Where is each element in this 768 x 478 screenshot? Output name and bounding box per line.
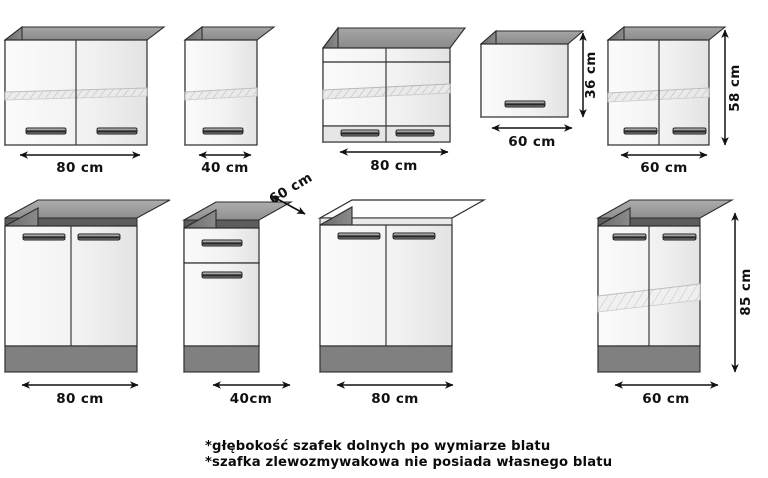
dimension-width-label: 60 cm bbox=[508, 134, 556, 150]
door-handle[interactable] bbox=[337, 232, 381, 240]
door-handle[interactable] bbox=[395, 129, 435, 137]
cabinet-lower-60-2door[interactable]: 85 cm 60 cm bbox=[595, 199, 754, 407]
dimension-width-label: 80 cm bbox=[56, 391, 104, 407]
dimension-width-label: 80 cm bbox=[56, 160, 104, 176]
plinth bbox=[597, 345, 701, 373]
dimension-height-label: 58 cm bbox=[727, 64, 743, 112]
dimension-width: 60 cm bbox=[614, 381, 719, 407]
dimension-width: 40 cm bbox=[198, 151, 252, 176]
dimension-height: 36 cm bbox=[579, 32, 599, 118]
door-handle[interactable] bbox=[340, 129, 380, 137]
glass-shelf bbox=[184, 87, 258, 101]
door-handle[interactable] bbox=[96, 127, 138, 135]
door-handle[interactable] bbox=[201, 271, 243, 279]
cabinet-upper-40-1door[interactable]: 40 cm bbox=[183, 25, 276, 176]
door-handle[interactable] bbox=[672, 127, 707, 135]
dimension-height: 58 cm bbox=[721, 29, 743, 146]
dimension-height: 85 cm bbox=[731, 212, 754, 373]
cabinet-lower-80-sink[interactable]: 80 cm bbox=[317, 199, 487, 407]
dimension-width: 80 cm bbox=[339, 148, 449, 174]
cabinet-top-panel bbox=[321, 27, 467, 49]
dimension-height-label: 36 cm bbox=[583, 51, 599, 99]
cabinet-upper-80-2door[interactable]: 80 cm bbox=[3, 25, 166, 176]
dimension-width: 60 cm bbox=[620, 151, 708, 176]
door-handle[interactable] bbox=[25, 127, 67, 135]
door-handle[interactable] bbox=[392, 232, 436, 240]
door-handle[interactable] bbox=[77, 233, 121, 241]
cabinet-upper-80-glass[interactable]: 80 cm bbox=[321, 26, 467, 174]
cabinet-upper-60-2door[interactable]: 58 cm 60 cm bbox=[606, 25, 743, 176]
cabinet-lower-80-2door[interactable]: 80 cm bbox=[4, 199, 171, 407]
plinth bbox=[183, 345, 260, 373]
dimension-height-label: 85 cm bbox=[738, 268, 754, 316]
plinth bbox=[319, 345, 453, 373]
cabinet-top-panel bbox=[606, 26, 727, 41]
dimension-width-label: 80 cm bbox=[370, 158, 418, 174]
dimension-width-label: 40cm bbox=[230, 391, 272, 407]
dimension-width-label: 40 cm bbox=[201, 160, 249, 176]
dimension-width: 80 cm bbox=[336, 381, 454, 407]
dimension-width-label: 60 cm bbox=[640, 160, 688, 176]
dimension-width: 60 cm bbox=[491, 124, 573, 150]
plinth bbox=[4, 345, 138, 373]
footnotes: *głębokość szafek dolnych po wymiarze bl… bbox=[205, 438, 612, 470]
dimension-width: 80 cm bbox=[21, 381, 139, 407]
drawer-handle[interactable] bbox=[201, 239, 243, 247]
door-handle[interactable] bbox=[22, 233, 66, 241]
footnote-line-1: *głębokość szafek dolnych po wymiarze bl… bbox=[205, 438, 550, 454]
dimension-width-label: 80 cm bbox=[371, 391, 419, 407]
door-handle[interactable] bbox=[504, 100, 546, 108]
door-handle[interactable] bbox=[623, 127, 658, 135]
dimension-width: 40cm bbox=[212, 381, 291, 407]
cabinet-top-panel bbox=[3, 26, 166, 41]
cabinet-upper-60-flap[interactable]: 36 cm 60 cm bbox=[479, 29, 599, 150]
dimension-width-label: 60 cm bbox=[642, 391, 690, 407]
door-handle[interactable] bbox=[612, 233, 647, 241]
dimension-width: 80 cm bbox=[19, 151, 141, 176]
door-handle[interactable] bbox=[662, 233, 697, 241]
footnote-line-2: *szafka zlewozmywakowa nie posiada własn… bbox=[205, 455, 612, 470]
door-handle[interactable] bbox=[202, 127, 244, 135]
